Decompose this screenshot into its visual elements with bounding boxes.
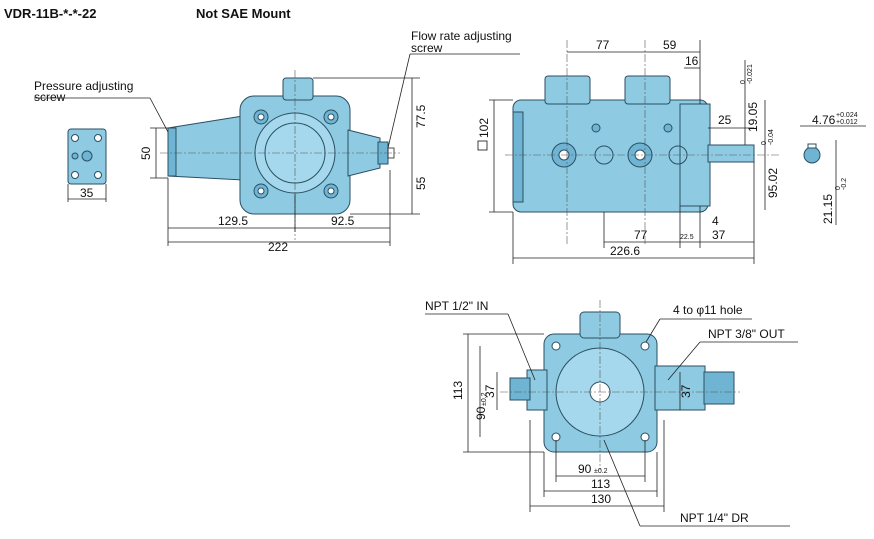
dim-226-6: 226.6 xyxy=(610,244,640,258)
small-end-view: 35 xyxy=(67,128,107,202)
tol-95-up: 0 xyxy=(761,141,768,145)
flow-screw-label-2: screw xyxy=(411,41,443,55)
dim-95-02: 95.02 xyxy=(766,168,780,198)
dim-35: 35 xyxy=(80,186,94,200)
tol-476-lo: +0.012 xyxy=(836,119,858,126)
dim-90-h: 90 xyxy=(578,462,592,476)
tol-476-up: +0.024 xyxy=(836,112,858,119)
dim-25: 25 xyxy=(718,113,732,127)
dim-59: 59 xyxy=(663,38,677,52)
tol-19-lo: -0.021 xyxy=(747,64,754,84)
dim-55: 55 xyxy=(414,176,428,190)
tol-95-lo: -0.04 xyxy=(768,129,775,145)
dim-102: 102 xyxy=(477,118,491,138)
model-title: VDR-11B-*-*-22 xyxy=(4,6,97,21)
dim-77-5: 77.5 xyxy=(414,104,428,128)
flow-screw-label-1: Flow rate adjusting xyxy=(411,29,512,43)
dim-130: 130 xyxy=(591,492,611,506)
page-header: VDR-11B-*-*-22 Not SAE Mount xyxy=(0,0,874,28)
pressure-screw-label-2: screw xyxy=(34,90,66,104)
holes-label: 4 to φ11 hole xyxy=(673,303,743,317)
dim-22-5: 22.5 xyxy=(680,234,694,241)
tol-19-up: 0 xyxy=(740,80,747,84)
dim-113-v: 113 xyxy=(451,381,465,400)
tol-21-lo: -0.2 xyxy=(841,178,848,190)
tol-21-up: 0 xyxy=(835,186,842,190)
front-view: 50 129.5 92.5 222 77.5 55 Pressure adjus… xyxy=(34,29,520,254)
dim-37-left: 37 xyxy=(483,384,497,398)
npt-dr-label: NPT 1/4" DR xyxy=(680,511,749,525)
tol-90-v: ±0.2 xyxy=(481,392,488,406)
dim-37: 37 xyxy=(712,228,726,242)
npt-in-label: NPT 1/2" IN xyxy=(425,299,488,313)
dim-21-15: 21.15 xyxy=(821,194,835,224)
mount-label: Not SAE Mount xyxy=(196,6,291,21)
pressure-screw-label-1: Pressure adjusting xyxy=(34,79,133,93)
dim-16: 16 xyxy=(685,54,699,68)
dim-90-v: 90 xyxy=(474,406,488,420)
dim-19-05: 19.05 xyxy=(746,102,760,132)
dim-129-5: 129.5 xyxy=(218,214,248,228)
tol-90-h: ±0.2 xyxy=(594,468,608,475)
dim-77-bot: 77 xyxy=(634,228,648,242)
dim-37-right: 37 xyxy=(679,384,693,398)
side-view: 77 59 16 102 25 19.05 0 -0.021 95.02 0 -… xyxy=(477,38,866,264)
dim-222: 222 xyxy=(268,240,288,254)
rear-view: 113 90 ±0.2 37 37 90 ±0.2 113 130 NPT 1/… xyxy=(425,299,798,527)
dim-77-top: 77 xyxy=(596,38,610,52)
dim-4: 4 xyxy=(712,214,719,228)
dim-113-h: 113 xyxy=(591,477,610,491)
npt-out-label: NPT 3/8" OUT xyxy=(708,327,785,341)
dim-92-5: 92.5 xyxy=(331,214,355,228)
dim-50: 50 xyxy=(139,146,153,160)
dim-4-76: 4.76 xyxy=(812,113,836,127)
